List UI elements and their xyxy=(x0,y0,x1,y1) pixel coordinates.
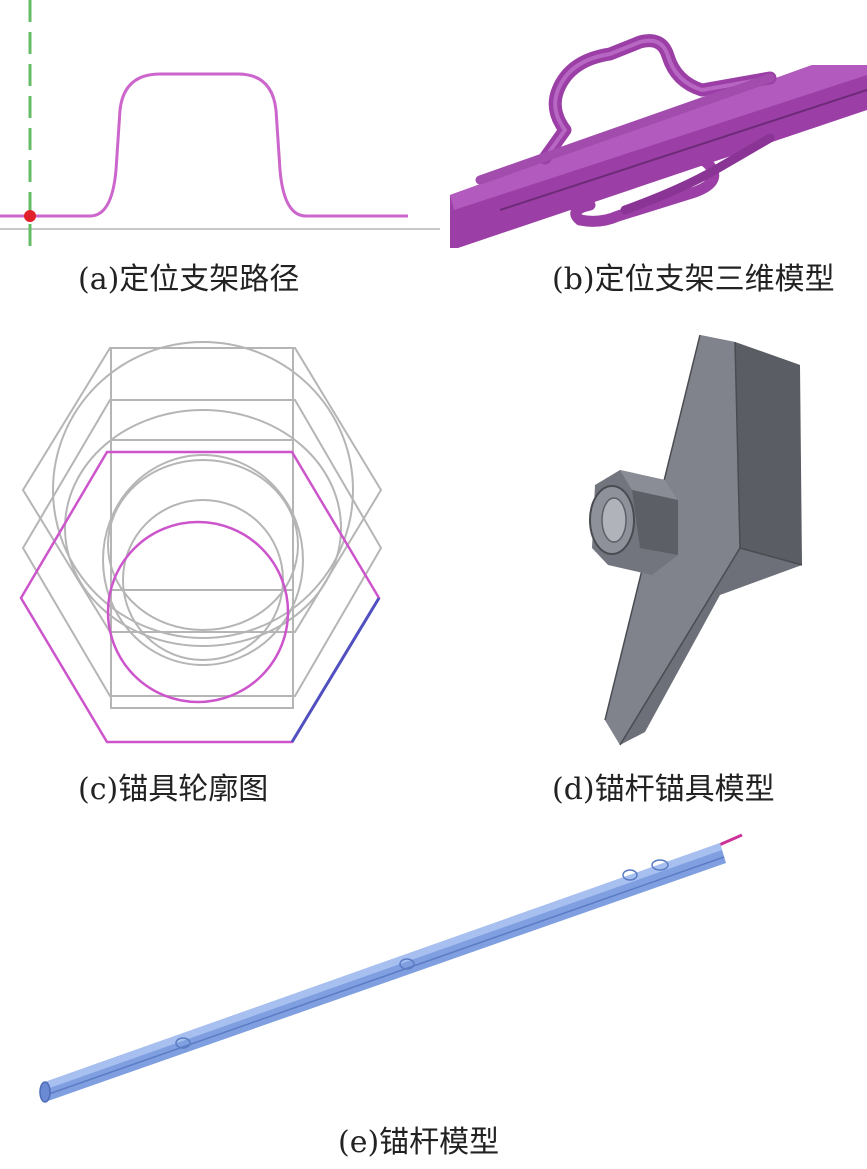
rod-highlight xyxy=(42,843,722,1090)
rod-joint-1 xyxy=(175,1037,191,1049)
panel-e-rod-model xyxy=(30,825,750,1110)
anchor-hole-circle xyxy=(106,520,290,704)
main-bar-top-face xyxy=(450,65,867,210)
nut-top-face xyxy=(620,470,678,500)
nut-right-face xyxy=(632,490,678,555)
support-path-curve xyxy=(0,72,408,218)
main-bar xyxy=(450,65,867,248)
rod-joint-4 xyxy=(651,859,669,871)
bracket-upper-highlight xyxy=(543,38,772,160)
rod-3d-model xyxy=(39,833,743,1103)
wireframe-lines xyxy=(21,341,383,709)
plate-side-face xyxy=(735,342,802,565)
bracket-lower-loop xyxy=(570,153,720,227)
rod-joint-3 xyxy=(622,869,638,881)
path-diagram xyxy=(0,0,440,252)
anchor-3d-model xyxy=(589,334,803,746)
origin-point xyxy=(24,210,36,222)
rod-end-cap xyxy=(39,1081,51,1103)
panel-d-anchor-model xyxy=(570,320,820,750)
bracket-top-rail xyxy=(475,73,775,185)
rod-joint-2 xyxy=(399,958,415,970)
caption-c: (c)锚具轮廓图 xyxy=(78,772,269,807)
rod-edge-line xyxy=(45,856,725,1096)
panel-b-support-3d xyxy=(440,20,867,250)
panel-a-path xyxy=(0,0,440,255)
main-bar-edge xyxy=(499,89,867,211)
plate-edge-bottom xyxy=(619,547,741,746)
caption-d: (d)锚杆锚具模型 xyxy=(552,772,775,807)
anchor-outline-drawing xyxy=(19,341,383,744)
nut-bore-hole xyxy=(601,497,627,543)
plate-edge-mid xyxy=(734,341,741,549)
bracket-side-rail xyxy=(620,133,775,215)
caption-a: (a)定位支架路径 xyxy=(78,262,300,297)
panel-c-anchor-outline xyxy=(15,340,395,750)
plate-edge-corner xyxy=(739,547,803,566)
hex-outline xyxy=(19,450,381,744)
caption-e: (e)锚杆模型 xyxy=(338,1125,500,1160)
caption-b: (b)定位支架三维模型 xyxy=(552,262,835,297)
hex-highlight-edge xyxy=(290,597,381,743)
support-3d-model xyxy=(450,34,867,248)
